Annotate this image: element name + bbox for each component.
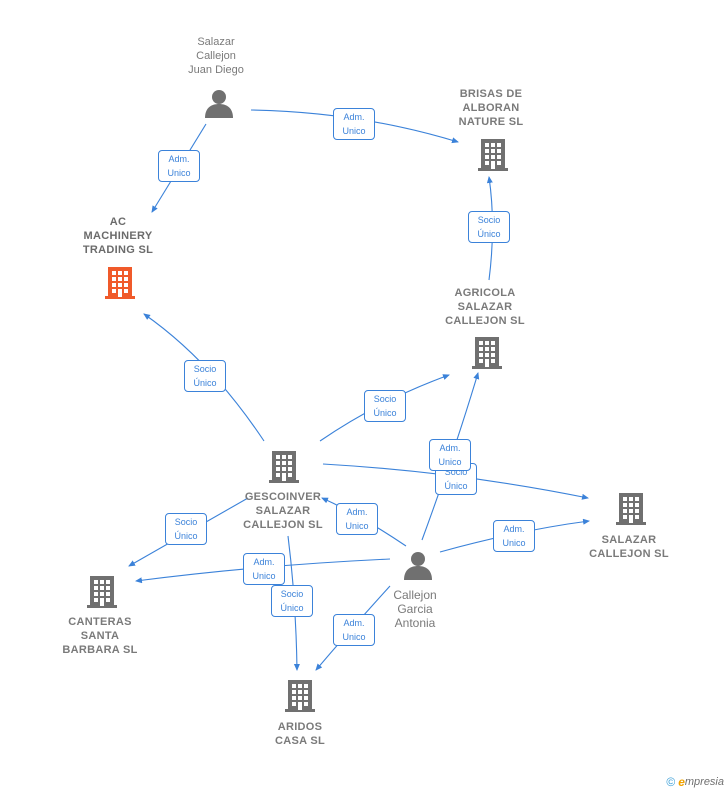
node-label-callejon-garcia-antonia[interactable]: Callejon Garcia Antonia xyxy=(393,588,437,630)
building-icon[interactable] xyxy=(616,493,646,525)
person-icon[interactable] xyxy=(404,552,432,580)
edge-label-e3: Socio Único xyxy=(468,211,510,243)
edge-label-e12: Adm. Unico xyxy=(243,553,285,585)
brand-logo-initial: e xyxy=(678,775,685,789)
node-label-gescoinver[interactable]: GESCOINVER SALAZAR CALLEJON SL xyxy=(243,491,323,531)
brand-logo-text: mpresia xyxy=(684,776,724,788)
edge-label-e4: Socio Único xyxy=(184,360,226,392)
person-icon[interactable] xyxy=(205,90,233,118)
building-icon[interactable] xyxy=(87,576,117,608)
building-icon[interactable] xyxy=(472,337,502,369)
edge-label-e5: Socio Único xyxy=(364,390,406,422)
edge-label-e11: Adm. Unico xyxy=(493,520,535,552)
building-icon[interactable] xyxy=(478,139,508,171)
node-label-aridos-casa[interactable]: ARIDOS CASA SL xyxy=(275,721,325,747)
edge-label-e9: Adm. Unico xyxy=(336,503,378,535)
copyright-icon: © xyxy=(666,775,676,789)
node-label-salazar-callejon-sl[interactable]: SALAZAR CALLEJON SL xyxy=(589,534,669,560)
edge-label-e7: Socio Único xyxy=(165,513,207,545)
edge-label-e10: Adm. Unico xyxy=(429,439,471,471)
node-label-agricola-salazar[interactable]: AGRICOLA SALAZAR CALLEJON SL xyxy=(445,287,525,327)
focus-building-icon[interactable] xyxy=(105,267,135,299)
edge-label-e8: Socio Único xyxy=(271,585,313,617)
building-icon[interactable] xyxy=(269,451,299,483)
building-icon[interactable] xyxy=(285,680,315,712)
node-label-ac-machinery[interactable]: AC MACHINERY TRADING SL xyxy=(82,216,154,256)
edge-label-e1: Adm. Unico xyxy=(158,150,200,182)
node-label-salazar-juan-diego[interactable]: Salazar Callejon Juan Diego xyxy=(188,36,244,76)
edge-label-e2: Adm. Unico xyxy=(333,108,375,140)
node-label-brisas-de-alboran[interactable]: BRISAS DE ALBORAN NATURE SL xyxy=(458,88,524,128)
edge-label-e13: Adm. Unico xyxy=(333,614,375,646)
node-label-canteras-santa-barbara[interactable]: CANTERAS SANTA BARBARA SL xyxy=(62,616,138,656)
